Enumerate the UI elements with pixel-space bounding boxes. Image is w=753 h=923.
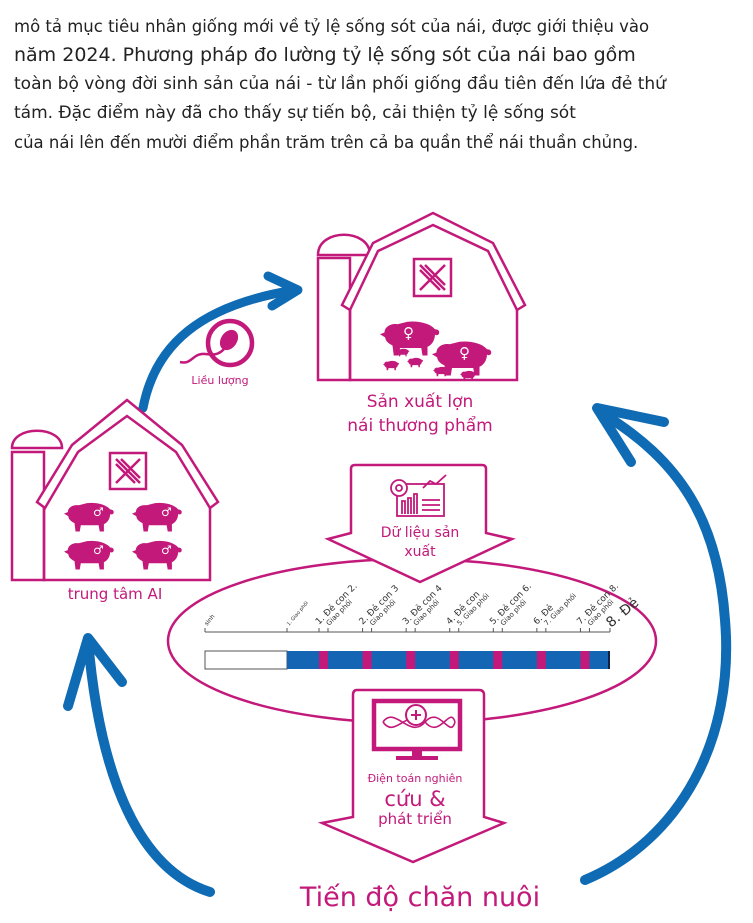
production-data-label-2: xuất: [404, 544, 436, 560]
commercial-farm-label-2: nái thương phẩm: [347, 415, 492, 436]
timeline-bar-pre-breeding: [204, 650, 288, 670]
boar-icons: ♂ ♂ ♂ ♂: [64, 502, 182, 570]
research-label-3: phát triển: [378, 810, 452, 828]
male-symbol: ♂: [161, 543, 172, 557]
timeline-farrowing-segment: [536, 651, 546, 669]
production-data-arrow: [324, 463, 516, 584]
timeline-farrowing-segment: [493, 651, 503, 669]
research-label-2: cứu &: [384, 787, 445, 811]
timeline-bar-productive: [287, 651, 610, 669]
male-symbol: ♂: [161, 505, 172, 519]
timeline-farrowing-segment: [319, 651, 329, 669]
intro-line: tám. Đặc điểm này đã cho thấy sự tiến bộ…: [14, 103, 576, 123]
timeline-farrowing-segment: [580, 651, 590, 669]
dose-label: Liều lượng: [191, 374, 248, 387]
intro-line: toàn bộ vòng đời sinh sản của nái - từ l…: [14, 74, 666, 94]
analytics-icon: [390, 474, 447, 517]
intro-line: năm 2024. Phương pháp đo lường tỷ lệ sốn…: [14, 44, 636, 66]
sperm-icon: [179, 318, 255, 368]
female-symbol: ♀: [459, 344, 470, 362]
dose-arrow: [138, 271, 303, 413]
timeline-farrowing-segment: [449, 651, 459, 669]
male-symbol: ♂: [93, 543, 104, 557]
genetics-monitor-icon: [371, 698, 463, 760]
research-label-1: Điện toán nghiên: [368, 772, 463, 785]
timeline-farrowing-segment: [362, 651, 372, 669]
left-cycle-arrow: [63, 633, 215, 897]
ai-center-label: trung tâm AI: [68, 585, 163, 603]
female-symbol: ♀: [403, 324, 414, 342]
production-data-label-1: Dữ liệu sản: [381, 525, 460, 541]
intro-paragraph: mô tả mục tiêu nhân giống mới về tỷ lệ s…: [14, 12, 749, 157]
intro-line: của nái lên đến mười điểm phần trăm trên…: [14, 133, 639, 152]
ai-center-barn: [10, 398, 220, 582]
right-cycle-arrow: [580, 403, 732, 885]
commercial-farm-label-1: Sản xuất lợn: [367, 391, 474, 412]
timeline-bar-end: [608, 651, 610, 669]
timeline-farrowing-segment: [406, 651, 416, 669]
breeding-progress-label: Tiến độ chăn nuôi: [299, 882, 540, 913]
intro-line: mô tả mục tiêu nhân giống mới về tỷ lệ s…: [14, 17, 650, 36]
commercial-barn: [316, 211, 527, 382]
sow-and-piglet-icons: ♀ ♀: [380, 321, 492, 381]
male-symbol: ♂: [93, 505, 104, 519]
